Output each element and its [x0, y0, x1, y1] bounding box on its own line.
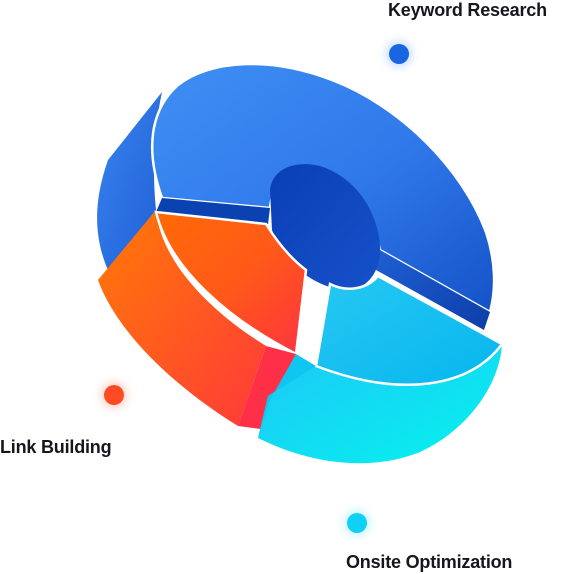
link-building-segment-top [154, 210, 308, 356]
onsite-optimization-segment-side [258, 344, 502, 464]
keyword-research-label: Keyword Research [388, 0, 547, 20]
onsite-optimization-dot-icon [347, 513, 367, 533]
keyword-research-segment-edge [376, 250, 490, 330]
onsite-optimization-segment-face [258, 354, 316, 438]
link-building-dot-icon [104, 385, 124, 405]
keyword-research-segment-lip [156, 198, 270, 224]
onsite-optimization-label: Onsite Optimization [346, 552, 513, 572]
ring-inner-hole [270, 164, 381, 290]
link-building-segment-side [98, 210, 266, 426]
link-building-label: Link Building [0, 437, 112, 457]
onsite-optimization-segment-top [314, 274, 504, 387]
keyword-research-segment-side [97, 92, 162, 270]
link-building-segment-face [238, 346, 296, 430]
keyword-research-dot-icon [389, 44, 409, 64]
